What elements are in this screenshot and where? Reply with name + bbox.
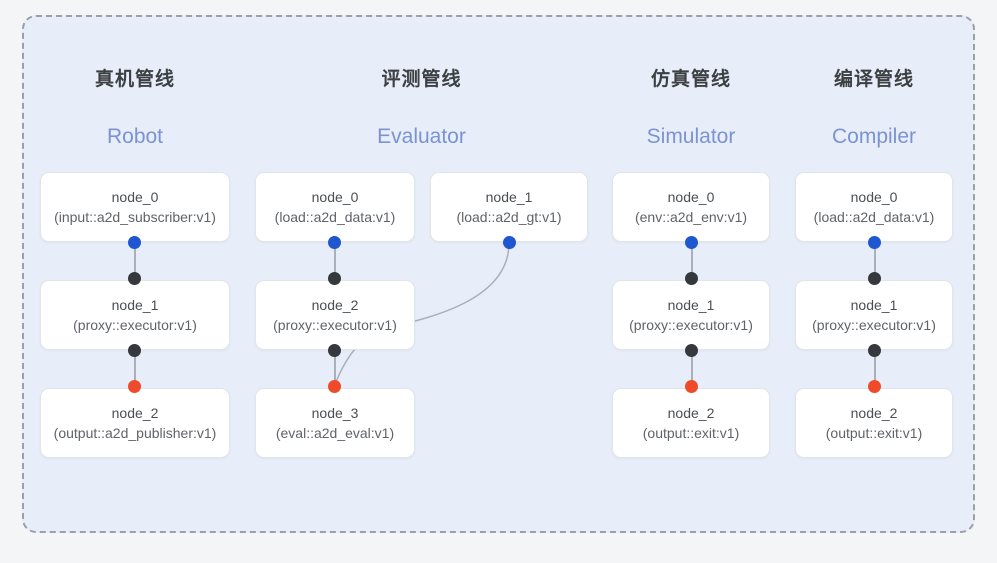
node-evaluator-2[interactable]: node_2 (proxy::executor:v1) <box>255 280 415 350</box>
port-dot-input-evaluator-3[interactable] <box>328 380 341 393</box>
edge-robot-1-2 <box>134 350 136 386</box>
node-label-type: (proxy::executor:v1) <box>273 317 397 333</box>
node-label-type: (output::exit:v1) <box>642 425 740 441</box>
column-title-evaluator: 评测管线 <box>381 69 462 90</box>
node-label-name: node_2 <box>311 297 359 313</box>
port-dot-output-evaluator-2[interactable] <box>328 344 341 357</box>
node-compiler-1[interactable]: node_1 (proxy::executor:v1) <box>795 280 953 350</box>
node-label-type: (output::exit:v1) <box>825 425 923 441</box>
edge-evaluator-2-3 <box>334 350 336 386</box>
port-dot-input-simulator-2[interactable] <box>685 380 698 393</box>
edge-compiler-0-1 <box>874 242 876 278</box>
node-label-name: node_2 <box>667 405 715 421</box>
node-label-type: (proxy::executor:v1) <box>812 317 936 333</box>
node-robot-0[interactable]: node_0 (input::a2d_subscriber:v1) <box>40 172 230 242</box>
port-dot-output-evaluator-1[interactable] <box>503 236 516 249</box>
node-label-type: (proxy::executor:v1) <box>73 317 197 333</box>
node-label-type: (eval::a2d_eval:v1) <box>275 425 395 441</box>
node-evaluator-3[interactable]: node_3 (eval::a2d_eval:v1) <box>255 388 415 458</box>
port-dot-output-simulator-1[interactable] <box>685 344 698 357</box>
edge-simulator-0-1 <box>691 242 693 278</box>
port-dot-input-compiler-1[interactable] <box>868 272 881 285</box>
node-compiler-0[interactable]: node_0 (load::a2d_data:v1) <box>795 172 953 242</box>
column-title-compiler: 编译管线 <box>833 69 914 90</box>
node-label-name: node_0 <box>850 189 898 205</box>
column-subtitle-evaluator: Evaluator <box>377 125 466 148</box>
port-dot-input-evaluator-2[interactable] <box>328 272 341 285</box>
port-dot-input-robot-2[interactable] <box>128 380 141 393</box>
port-dot-input-simulator-1[interactable] <box>685 272 698 285</box>
node-simulator-0[interactable]: node_0 (env::a2d_env:v1) <box>612 172 770 242</box>
node-label-name: node_2 <box>111 405 159 421</box>
port-dot-input-robot-1[interactable] <box>128 272 141 285</box>
node-evaluator-1[interactable]: node_1 (load::a2d_gt:v1) <box>430 172 588 242</box>
node-label-name: node_1 <box>111 297 159 313</box>
column-subtitle-simulator: Simulator <box>646 125 736 148</box>
column-subtitle-robot: Robot <box>106 125 164 148</box>
node-compiler-2[interactable]: node_2 (output::exit:v1) <box>795 388 953 458</box>
port-dot-output-robot-0[interactable] <box>128 236 141 249</box>
edge-evaluator-0-2 <box>334 242 336 278</box>
port-dot-input-compiler-2[interactable] <box>868 380 881 393</box>
port-dot-output-compiler-0[interactable] <box>868 236 881 249</box>
node-label-name: node_1 <box>850 297 898 313</box>
node-robot-2[interactable]: node_2 (output::a2d_publisher:v1) <box>40 388 230 458</box>
column-subtitle-compiler: Compiler <box>831 125 917 148</box>
node-label-type: (load::a2d_gt:v1) <box>456 209 562 225</box>
node-label-name: node_1 <box>667 297 715 313</box>
column-title-robot: 真机管线 <box>94 69 175 90</box>
port-dot-output-robot-1[interactable] <box>128 344 141 357</box>
node-simulator-1[interactable]: node_1 (proxy::executor:v1) <box>612 280 770 350</box>
edge-compiler-1-2 <box>874 350 876 386</box>
node-evaluator-0[interactable]: node_0 (load::a2d_data:v1) <box>255 172 415 242</box>
node-label-type: (proxy::executor:v1) <box>629 317 753 333</box>
node-label-name: node_0 <box>311 189 359 205</box>
node-label-type: (output::a2d_publisher:v1) <box>53 425 217 441</box>
edge-simulator-1-2 <box>691 350 693 386</box>
node-label-name: node_1 <box>485 189 533 205</box>
port-dot-output-evaluator-0[interactable] <box>328 236 341 249</box>
node-label-type: (load::a2d_data:v1) <box>274 209 396 225</box>
node-label-name: node_0 <box>667 189 715 205</box>
node-label-type: (load::a2d_data:v1) <box>813 209 935 225</box>
port-dot-output-simulator-0[interactable] <box>685 236 698 249</box>
edge-robot-0-1 <box>134 242 136 278</box>
column-title-simulator: 仿真管线 <box>650 69 731 90</box>
port-dot-output-compiler-1[interactable] <box>868 344 881 357</box>
node-label-type: (env::a2d_env:v1) <box>634 209 748 225</box>
node-label-name: node_0 <box>111 189 159 205</box>
node-simulator-2[interactable]: node_2 (output::exit:v1) <box>612 388 770 458</box>
node-robot-1[interactable]: node_1 (proxy::executor:v1) <box>40 280 230 350</box>
node-label-name: node_2 <box>850 405 898 421</box>
node-label-type: (input::a2d_subscriber:v1) <box>54 209 216 225</box>
node-label-name: node_3 <box>311 405 359 421</box>
